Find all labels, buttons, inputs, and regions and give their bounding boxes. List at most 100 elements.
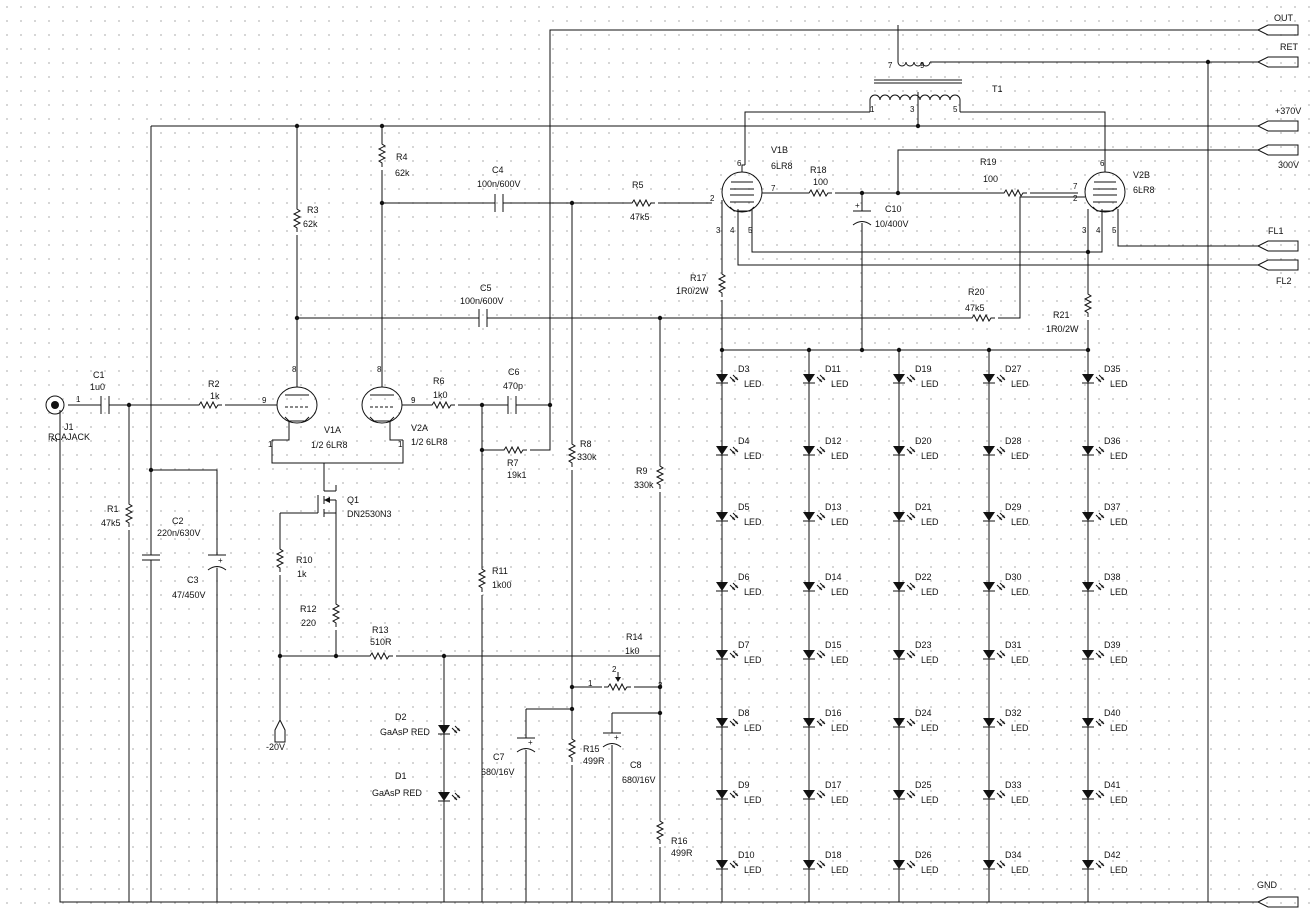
- led-ref: D20: [915, 436, 932, 446]
- led-value: LED: [1011, 451, 1029, 461]
- d2-ref: D2: [395, 712, 407, 722]
- resistor-r5: R5 47k5: [627, 180, 656, 222]
- led-ref: D7: [738, 640, 750, 650]
- r9-value: 330k: [634, 480, 654, 490]
- r14-pin3: 3: [658, 681, 663, 690]
- r14-pin1: 1: [588, 679, 593, 688]
- capacitor-c4: C4 100n/600V: [477, 165, 521, 212]
- port-gnd: GND: [1257, 880, 1299, 908]
- r3-value: 62k: [303, 219, 318, 229]
- led-value: LED: [744, 587, 762, 597]
- led-ref: D33: [1005, 780, 1022, 790]
- led-ref: D36: [1104, 436, 1121, 446]
- d1-ref: D1: [395, 771, 407, 781]
- r5-ref: R5: [632, 180, 644, 190]
- v1b-value: 6LR8: [771, 161, 793, 171]
- capacitor-c7: + C7 680/16V: [481, 737, 536, 777]
- v1b-pin5: 5: [748, 226, 753, 235]
- r12-ref: R12: [300, 604, 317, 614]
- led-ref: D35: [1104, 364, 1121, 374]
- led-value: LED: [744, 451, 762, 461]
- led-ref: D22: [915, 572, 932, 582]
- led-value: LED: [1110, 587, 1128, 597]
- resistor-r16: R16 499R: [656, 816, 693, 858]
- r8-value: 330k: [577, 452, 597, 462]
- v1b-pin7: 7: [771, 184, 776, 193]
- svg-text:+: +: [855, 201, 860, 210]
- triode-v2a: 8 9 1 V2A 1/2 6LR8: [361, 365, 448, 449]
- port-ret-label: RET: [1280, 42, 1299, 52]
- r7-value: 19k1: [507, 470, 527, 480]
- v2b-pin6: 6: [1100, 159, 1105, 168]
- c4-value: 100n/600V: [477, 179, 521, 189]
- r12-value: 220: [301, 618, 316, 628]
- v2b-pin5: 5: [1112, 226, 1117, 235]
- resistor-r17: R17 1R0/2W: [676, 269, 726, 298]
- r6-ref: R6: [433, 376, 445, 386]
- led-value: LED: [831, 587, 849, 597]
- r14-ref: R14: [626, 632, 643, 642]
- r7-ref: R7: [507, 458, 519, 468]
- r4-value: 62k: [395, 168, 410, 178]
- resistor-r13: R13 510R: [365, 625, 394, 660]
- r4-ref: R4: [396, 152, 408, 162]
- led-value: LED: [831, 451, 849, 461]
- led-ref: D5: [738, 502, 750, 512]
- v2a-pin1: 1: [398, 440, 403, 449]
- led-value: LED: [744, 865, 762, 875]
- v2b-pin4: 4: [1096, 226, 1101, 235]
- c6-ref: C6: [508, 367, 520, 377]
- port-fl2: FL2: [1257, 259, 1299, 286]
- port-fl1: FL1: [1257, 226, 1299, 252]
- led-value: LED: [1011, 723, 1029, 733]
- r17-ref: R17: [690, 273, 707, 283]
- resistor-r4: R4 62k: [378, 139, 410, 178]
- diode-d2: D2 GaAsP RED: [380, 712, 461, 737]
- led-value: LED: [1110, 451, 1128, 461]
- v2a-pin8: 8: [377, 365, 382, 374]
- led-ref: D9: [738, 780, 750, 790]
- v1b-pin2: 2: [710, 194, 715, 203]
- c10-value: 10/400V: [875, 219, 909, 229]
- capacitor-c1: C1 1u0: [90, 370, 110, 414]
- led-ref: D18: [825, 850, 842, 860]
- led-value: LED: [921, 865, 939, 875]
- led-ref: D29: [1005, 502, 1022, 512]
- port-ret: RET: [1257, 42, 1299, 68]
- led-ref: D31: [1005, 640, 1022, 650]
- led-ref: D14: [825, 572, 842, 582]
- resistor-r18: R18 100: [804, 165, 833, 197]
- r10-ref: R10: [296, 555, 313, 565]
- led-value: LED: [921, 795, 939, 805]
- led-ref: D25: [915, 780, 932, 790]
- led-value: LED: [744, 723, 762, 733]
- led-value: LED: [744, 655, 762, 665]
- led-ref: D26: [915, 850, 932, 860]
- port-out-label: OUT: [1274, 13, 1294, 23]
- r17-value: 1R0/2W: [676, 286, 709, 296]
- c4-ref: C4: [492, 165, 504, 175]
- rca-jack-j1: J1 RCAJACK 1 2: [45, 395, 90, 442]
- led-value: LED: [744, 379, 762, 389]
- v2b-ref: V2B: [1133, 170, 1150, 180]
- led-ref: D16: [825, 708, 842, 718]
- led-value: LED: [921, 517, 939, 527]
- resistor-r9: R9 330k: [634, 461, 664, 490]
- r16-value: 499R: [671, 848, 693, 858]
- led-value: LED: [921, 587, 939, 597]
- r15-value: 499R: [583, 756, 605, 766]
- port-minus20v-label: -20V: [266, 742, 285, 752]
- led-ref: D3: [738, 364, 750, 374]
